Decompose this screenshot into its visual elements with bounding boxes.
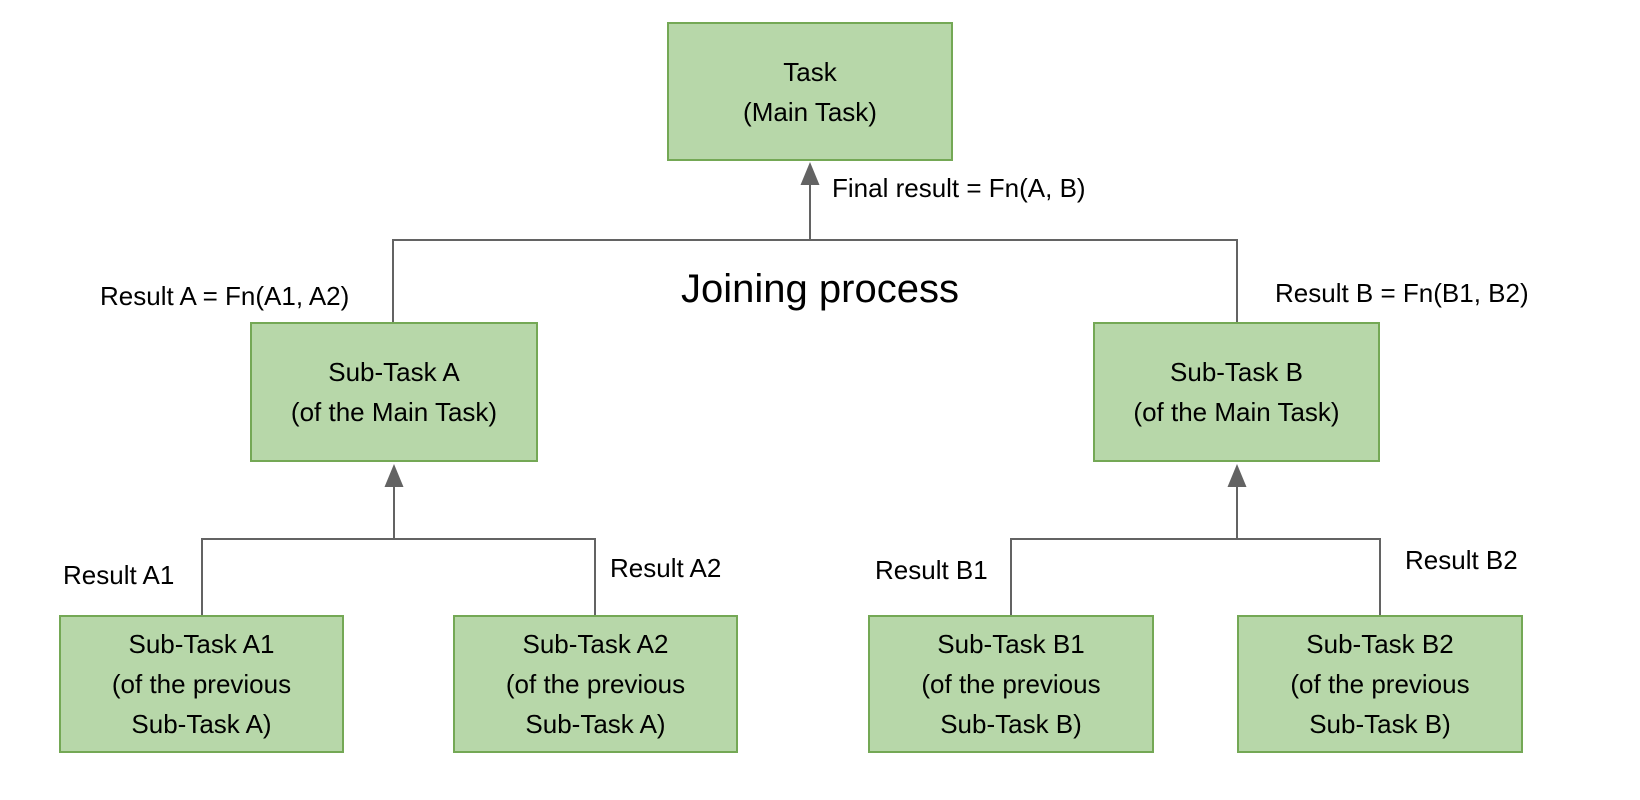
label-result-b: Result B = Fn(B1, B2)	[1275, 278, 1529, 308]
node-subtask-b2: Sub-Task B2 (of the previous Sub-Task B)	[1237, 615, 1523, 753]
node-subtask-a1: Sub-Task A1 (of the previous Sub-Task A)	[59, 615, 344, 753]
node-text-line: (of the previous	[111, 669, 292, 699]
node-subtask-b1: Sub-Task B1 (of the previous Sub-Task B)	[868, 615, 1154, 753]
connector-left-rail	[201, 538, 596, 615]
node-text-line: Sub-Task A2	[522, 629, 669, 659]
node-text-line: Sub-Task A)	[131, 709, 272, 739]
node-text-line: (of the previous	[1290, 669, 1470, 699]
node-text-line: Sub-Task B1	[937, 629, 1085, 659]
node-text-line: Sub-Task B	[1170, 357, 1303, 387]
connector-right-rail	[1010, 538, 1381, 615]
node-text-line: Sub-Task A1	[128, 629, 275, 659]
node-subtask-a: Sub-Task A (of the Main Task)	[250, 322, 538, 462]
node-text-line: Sub-Task B2	[1306, 629, 1454, 659]
node-text-line: (of the Main Task)	[290, 397, 498, 427]
node-text-line: Sub-Task B)	[1309, 709, 1451, 739]
node-text-line: (Main Task)	[743, 96, 877, 127]
node-text-line: (of the previous	[505, 669, 686, 699]
node-main-task: Task (Main Task)	[667, 22, 953, 161]
label-result-b2: Result B2	[1405, 545, 1518, 575]
node-text-line: Sub-Task A)	[525, 709, 666, 739]
node-text-line: Sub-Task B)	[940, 709, 1082, 739]
node-text-line: (of the Main Task)	[1133, 397, 1340, 427]
label-result-b1: Result B1	[875, 555, 988, 585]
label-result-a2: Result A2	[610, 553, 722, 583]
label-final-result: Final result = Fn(A, B)	[832, 173, 1086, 203]
node-text-line: Task	[783, 56, 837, 87]
label-joining-process: Joining process	[681, 267, 959, 311]
arrowhead-up-task-icon	[800, 162, 820, 185]
node-text-line: Sub-Task A	[328, 357, 460, 387]
node-text-line: (of the previous	[921, 669, 1101, 699]
node-subtask-b: Sub-Task B (of the Main Task)	[1093, 322, 1380, 462]
arrowhead-up-subtask-a-icon	[384, 464, 404, 487]
arrowhead-up-subtask-b-icon	[1227, 464, 1247, 487]
label-result-a: Result A = Fn(A1, A2)	[100, 281, 350, 311]
node-subtask-a2: Sub-Task A2 (of the previous Sub-Task A)	[453, 615, 738, 753]
label-result-a1: Result A1	[63, 560, 175, 590]
